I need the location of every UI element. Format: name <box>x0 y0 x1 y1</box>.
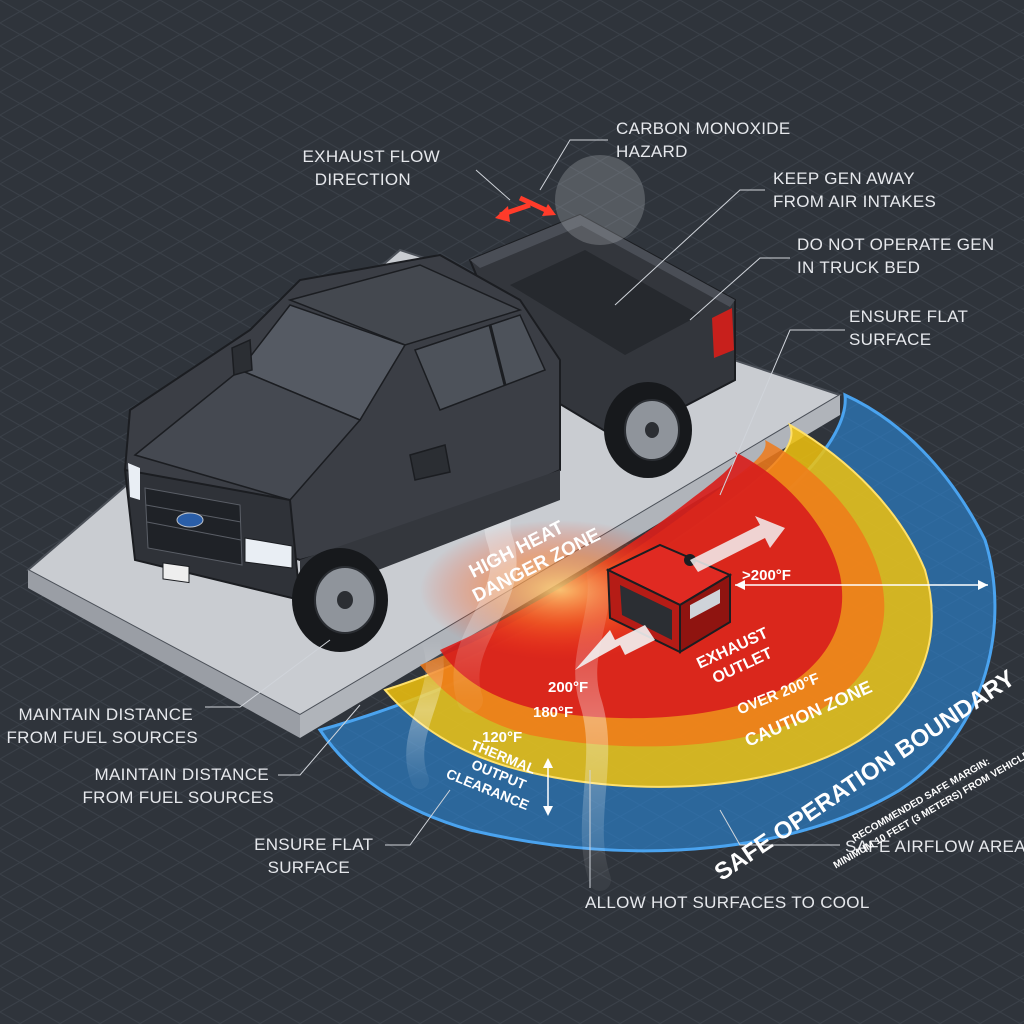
label-hot-surfaces: ALLOW HOT SURFACES TO COOL <box>585 893 870 912</box>
label-co-hazard: CARBON MONOXIDE HAZARD <box>616 119 796 161</box>
label-exhaust-flow: EXHAUST FLOW DIRECTION <box>303 147 445 189</box>
label-fuel-distance-1: MAINTAIN DISTANCE FROM FUEL SOURCES <box>7 705 199 747</box>
leader-lines <box>205 139 845 888</box>
label-flat-surface-top: ENSURE FLAT SURFACE <box>849 307 973 349</box>
clearance-arrow <box>543 758 553 816</box>
label-safe-airflow: SAFE AIRFLOW AREA <box>845 837 1024 856</box>
exhaust-flow-arrows <box>495 155 645 245</box>
rear-wheel <box>604 382 692 478</box>
label-no-truck-bed: DO NOT OPERATE GEN IN TRUCK BED <box>797 235 1000 277</box>
label-temp-180: 180°F <box>533 704 573 721</box>
label-flat-surface-bottom: ENSURE FLAT SURFACE <box>254 835 378 877</box>
pickup-truck <box>123 213 736 652</box>
label-temp-200: 200°F <box>548 679 588 696</box>
label-keep-away: KEEP GEN AWAY FROM AIR INTAKES <box>773 169 936 211</box>
label-fuel-distance-2: MAINTAIN DISTANCE FROM FUEL SOURCES <box>83 765 275 807</box>
front-wheel <box>292 548 388 652</box>
label-temp-120: 120°F <box>482 729 522 746</box>
callout-labels: EXHAUST FLOW DIRECTION CARBON MONOXIDE H… <box>7 119 1024 912</box>
generator <box>605 543 733 654</box>
label-temp-over: >200°F <box>742 567 791 584</box>
heat-direction-arrows <box>575 516 988 670</box>
